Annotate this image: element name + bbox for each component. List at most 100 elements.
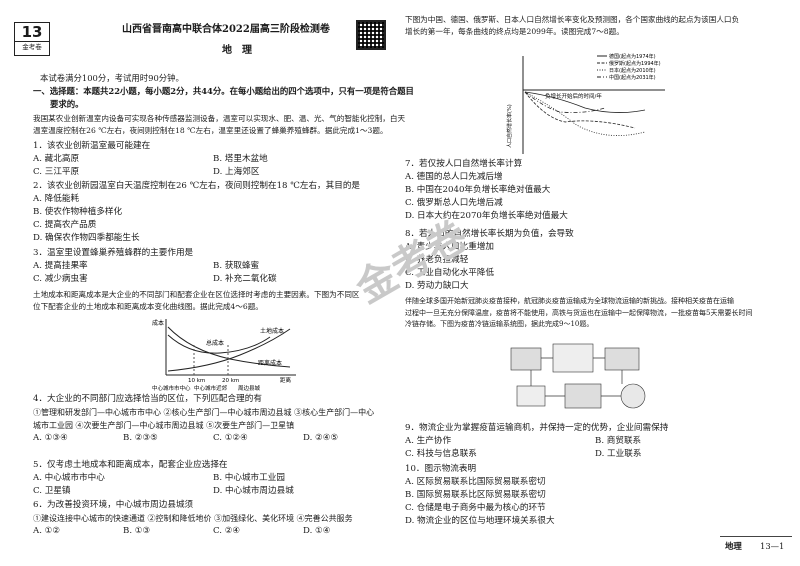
option-a[interactable]: A. 提高挂果率 (33, 261, 88, 271)
option-a[interactable]: A. 青少年人口比重增加 (405, 242, 495, 252)
question-options-text: ①建设连接中心城市的快速通道 ②控制和降低地价 ③加强绿化、美化环境 ④完善公共… (33, 514, 353, 523)
subject-title: 地 理 (222, 45, 252, 56)
option-b[interactable]: B. 中心城市工业园 (213, 473, 285, 483)
option-a[interactable]: A. 德国的总人口先减后增 (405, 172, 503, 182)
x-label-suburb: 中心城市近郊 (194, 384, 228, 392)
x-label-county: 周边县城 (238, 384, 261, 392)
question-8: 8．若人口的自然增长率长期为负值，会导致 A. 青少年人口比重增加 B. 养老负… (405, 228, 785, 293)
option-c[interactable]: C. 提高农产品质 (33, 220, 97, 230)
footer-subject: 地理 (725, 541, 742, 551)
material-line: 过程中一旦无充分保障温度，疫苗将不能使用，高铁与货运也在运输中一起保障物流，一批… (405, 308, 753, 317)
footer-page: 13—1 (760, 541, 785, 551)
option-b[interactable]: B. ②③⑤ (123, 433, 158, 443)
material-line: 位下配套企业的土地成本和距离成本变化曲线图。据此完成4～6题。 (33, 301, 263, 311)
option-d[interactable]: D. 劳动力缺口大 (405, 281, 469, 291)
paper-badge: 13 金考卷 (14, 22, 50, 56)
series-china (524, 91, 606, 113)
qr-code-icon (356, 20, 386, 50)
legend-russia: 俄罗斯(起点为1994年) (609, 60, 661, 67)
option-d[interactable]: D. 确保农作物四季都能生长 (33, 233, 140, 243)
option-c[interactable]: C. 三江平原 (33, 167, 80, 177)
option-c[interactable]: C. 仓储是电子商务中最为核心的环节 (405, 503, 546, 513)
question-2: 2．该农业创新园温室白天温度控制在26 ℃左右，夜间则控制在18 ℃左右，其目的… (33, 180, 393, 245)
option-a[interactable]: A. ①② (33, 526, 61, 536)
curve-label-distance: 距离成本 (258, 359, 282, 367)
material-line: 冷链存储。下图为疫苗冷链运输系统图，据此完成9～10题。 (405, 320, 594, 328)
option-b[interactable]: B. 使农作物种植多样化 (33, 207, 123, 217)
option-a[interactable]: A. 降低能耗 (33, 194, 80, 204)
series-germany (524, 91, 646, 113)
option-c[interactable]: C. 工业自动化水平降低 (405, 268, 495, 278)
question-7: 7．若仅按人口自然增长率计算 A. 德国的总人口先减后增 B. 中国在2040年… (405, 158, 785, 223)
y-axis-label: 成本 (152, 319, 164, 327)
option-b[interactable]: B. ①③ (123, 526, 151, 536)
question-stem: 6．为改善投资环境，中心城市周边县城须 (33, 500, 194, 510)
section-heading: 一、选择题：本题共22小题，每小题2分，共44分。在每小题给出的四个选项中，只有… (33, 86, 414, 96)
option-a[interactable]: A. 中心城市市中心 (33, 473, 105, 483)
option-b[interactable]: B. 养老负担减轻 (405, 255, 469, 265)
series-russia (524, 91, 636, 129)
legend-japan: 日本(起点为2010年) (609, 67, 656, 74)
question-stem: 7．若仅按人口自然增长率计算 (405, 159, 523, 169)
legend-china: 中国(起点为2031年) (609, 74, 656, 81)
y-axis-title: 人口自然增长率(%) (506, 104, 513, 148)
option-b[interactable]: B. 塔里木盆地 (213, 154, 268, 164)
option-b[interactable]: B. 获取蜂蜜 (213, 261, 260, 271)
option-d[interactable]: D. 物流企业的区位与地理环境关系很大 (405, 516, 555, 526)
question-stem: 3．温室里设置蜂巢养殖蜂群的主要作用是 (33, 248, 194, 258)
option-d[interactable]: D. ①④ (303, 526, 331, 536)
material-line: 伴随全球多国开始新冠肺炎疫苗接种，航冠肺炎疫苗运输成为全球物流运输的新挑战。接种… (405, 297, 734, 305)
option-b[interactable]: B. 国际贸易联系比区际贸易联系密切 (405, 490, 546, 500)
question-options-text: 城市工业园 ④次要生产部门—中心城市周边县城 ⑤次要生产部门—卫星镇 (33, 421, 295, 430)
question-4: 4．大企业的不同部门应选择恰当的区位，下列匹配合理的有 ①管理和研发部门—中心城… (33, 393, 393, 445)
footer-rule (720, 536, 792, 537)
paper-title: 山西省晋南高中联合体2022届高三阶段检测卷 (122, 24, 330, 35)
badge-sub: 金考卷 (15, 41, 49, 52)
question-stem: 10．图示物流表明 (405, 464, 477, 474)
option-a[interactable]: A. 藏北高原 (33, 154, 80, 164)
option-c[interactable]: C. 减少病虫害 (33, 274, 88, 284)
series-japan (524, 91, 646, 136)
option-c[interactable]: C. 科技与信息联系 (405, 449, 477, 459)
option-c[interactable]: C. 卫星镇 (33, 486, 71, 496)
question-10: 10．图示物流表明 A. 区际贸易联系比国际贸易联系密切 B. 国际贸易联系比区… (405, 463, 785, 528)
material-line: 增长的第一年，每条曲线的终点均是2099年。读图完成7～8题。 (405, 26, 624, 36)
material-1: 我国某农业创新温室内设备可实现各种传感器监测设备，温室可以实现水、肥、温、光、气… (33, 113, 405, 136)
intro-text: 本试卷满分100分，考试用时90分钟。 (40, 73, 184, 83)
material-line: 我国某农业创新温室内设备可实现各种传感器监测设备，温室可以实现水、肥、温、光、气… (33, 114, 406, 123)
option-c[interactable]: C. ①②④ (213, 433, 248, 443)
material-2: 土地成本和距离成本是大企业的不同部门和配套企业在区位选择时考虑的主要因素。下图为… (33, 289, 360, 312)
option-d[interactable]: D. 补充二氧化碳 (213, 274, 277, 284)
option-d[interactable]: D. ②④⑤ (303, 433, 339, 443)
question-stem: 9．物流企业为掌握疫苗运输商机，并保持一定的优势，企业间需保持 (405, 423, 669, 433)
chart-legend: 德国(起点为1974年) 俄罗斯(起点为1994年) 日本(起点为2010年) … (597, 53, 661, 81)
chart-note: 负增长开始后的时间/年 (545, 92, 602, 100)
option-d[interactable]: D. 上海郊区 (213, 167, 260, 177)
x-label-center: 中心城市市中心 (152, 384, 191, 392)
question-5: 5．仅考虑土地成本和距离成本，配套企业应选择在 A. 中心城市市中心 B. 中心城… (33, 459, 393, 498)
option-d[interactable]: D. 中心城市周边县城 (213, 486, 294, 496)
cost-curve-figure: 成本 总成本 土地成本 距离成本 10 km 20 km 距离 中心城市市中心 … (152, 319, 296, 392)
material-4: 伴随全球多国开始新冠肺炎疫苗接种，航冠肺炎疫苗运输成为全球物流运输的新挑战。接种… (405, 296, 752, 331)
legend-germany: 德国(起点为1974年) (609, 53, 656, 60)
option-b[interactable]: B. 中国在2040年负增长率绝对值最大 (405, 185, 551, 195)
option-a[interactable]: A. 区际贸易联系比国际贸易联系密切 (405, 477, 546, 487)
question-stem: 5．仅考虑土地成本和距离成本，配套企业应选择在 (33, 460, 228, 470)
question-stem: 8．若人口的自然增长率长期为负值，会导致 (405, 229, 574, 239)
option-a[interactable]: A. 生产协作 (405, 436, 452, 446)
question-9: 9．物流企业为掌握疫苗运输商机，并保持一定的优势，企业间需保持 A. 生产协作 B… (405, 422, 785, 461)
option-d[interactable]: D. 工业联系 (595, 449, 642, 459)
material-3: 下图为中国、德国、俄罗斯、日本人口自然增长率变化及预测图，各个国家曲线的起点为该… (405, 14, 739, 37)
option-a[interactable]: A. ①③④ (33, 433, 68, 443)
population-growth-chart: 人口自然增长率(%) 负增长开始后的时间/年 德国(起点为1974年) 俄罗斯(… (506, 53, 665, 154)
question-stem: 4．大企业的不同部门应选择恰当的区位，下列匹配合理的有 (33, 394, 262, 404)
option-c[interactable]: C. 俄罗斯总人口先增后减 (405, 198, 503, 208)
option-c[interactable]: C. ②④ (213, 526, 241, 536)
x-tick-10km: 10 km (188, 378, 205, 384)
question-3: 3．温室里设置蜂巢养殖蜂群的主要作用是 A. 提高挂果率 B. 获取蜂蜜 C. 减… (33, 247, 393, 286)
question-options-text: ①管理和研发部门—中心城市市中心 ②核心生产部门—中心城市周边县城 ③核心生产部… (33, 408, 375, 417)
option-b[interactable]: B. 商贸联系 (595, 436, 642, 446)
option-d[interactable]: D. 日本大约在2070年负增长率绝对值最大 (405, 211, 568, 221)
material-line: 下图为中国、德国、俄罗斯、日本人口自然增长率变化及预测图，各个国家曲线的起点为该… (405, 15, 740, 24)
